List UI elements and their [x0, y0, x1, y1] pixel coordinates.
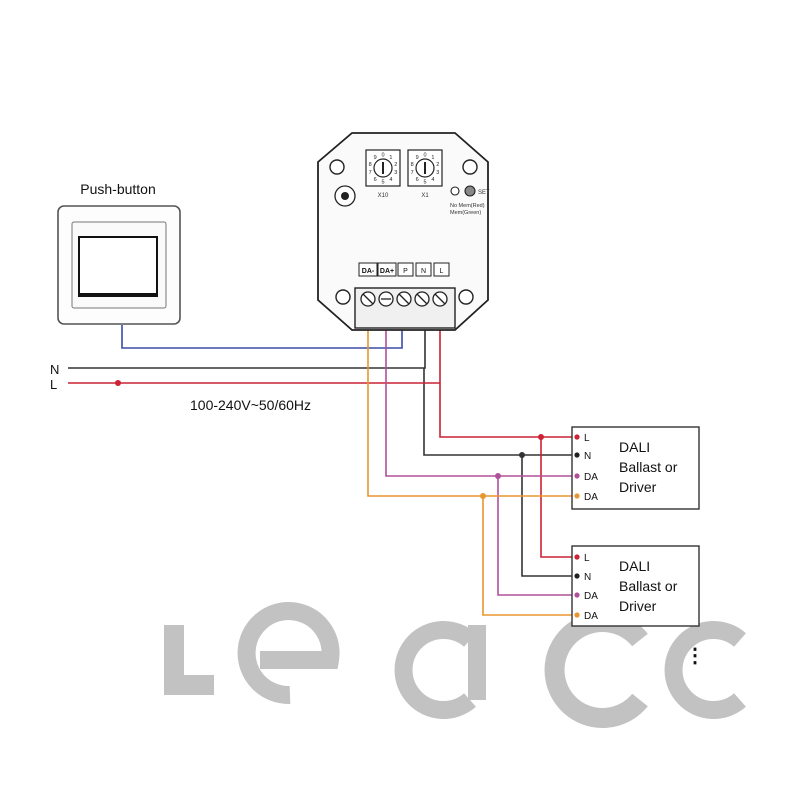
dial-digit: 3: [394, 170, 397, 176]
dial-digit: 0: [381, 153, 384, 159]
driver-2-pin-l: L: [584, 553, 590, 564]
driver-2-pin-da1: DA: [584, 591, 598, 602]
wire-da-plus: [385, 305, 576, 477]
dial-x10-label: X10: [378, 193, 389, 199]
pushbutton-key-edge: [79, 293, 157, 296]
dial-digit: 6: [416, 177, 419, 183]
status-green-label: Mem(Green): [450, 210, 481, 216]
pushbutton-title: Push-button: [80, 181, 156, 197]
dial-digit: 1: [431, 155, 434, 161]
dial-digit: 9: [416, 155, 419, 161]
terminal-label-da-minus: DA-: [362, 268, 375, 275]
dial-digit: 3: [436, 170, 439, 176]
dial-digit: 8: [369, 162, 372, 168]
dial-digit: 5: [423, 180, 426, 186]
dial-digit: 9: [374, 155, 377, 161]
wire-neutral-driver2: [521, 455, 576, 577]
terminal-label-da-plus: DA+: [380, 268, 394, 275]
driver-1-subtitle: Ballast or: [619, 459, 678, 475]
dial-digit: 8: [411, 162, 414, 168]
dali-driver-2: L N DA DA DALI Ballast or Driver: [571, 545, 700, 627]
wire-da-minus: [367, 305, 576, 497]
terminal-screws: [360, 291, 448, 307]
status-red-label: No Mem(Red): [450, 203, 485, 209]
wire-junctions: [115, 380, 544, 499]
driver-1-title: DALI: [619, 439, 650, 455]
dial-digit: 4: [431, 177, 434, 183]
wire-live-bus: [439, 383, 576, 438]
dial-digit: 5: [381, 180, 384, 186]
set-label: SET: [478, 190, 490, 196]
dial-digit: 7: [411, 170, 414, 176]
neutral-label: N: [50, 362, 59, 377]
dial-digit: 6: [374, 177, 377, 183]
pushbutton-key: [78, 236, 158, 297]
watermark-logo: [164, 602, 746, 728]
terminal-labels: DA- DA+ P N L: [358, 262, 450, 277]
wire-live-driver2: [540, 437, 576, 558]
wires: [68, 305, 576, 616]
driver-1-pin-l: L: [584, 433, 590, 444]
dial-digit: 2: [436, 162, 439, 168]
dial-digit: 4: [389, 177, 392, 183]
dial-digit: 1: [389, 155, 392, 161]
driver-1-type: Driver: [619, 479, 657, 495]
driver-2-pin-da2: DA: [584, 611, 598, 622]
driver-1-pin-da2: DA: [584, 492, 598, 503]
more-drivers-indicator: ⋮: [685, 645, 705, 667]
dial-digit: 7: [369, 170, 372, 176]
voltage-label: 100-240V~50/60Hz: [190, 397, 311, 413]
driver-2-pin-n: N: [584, 572, 591, 583]
terminal-label-l: L: [440, 268, 444, 275]
driver-1-pin-da1: DA: [584, 472, 598, 483]
driver-2-type: Driver: [619, 598, 657, 614]
driver-2-subtitle: Ballast or: [619, 578, 678, 594]
terminal-label-p: P: [403, 268, 408, 275]
driver-1-pin-n: N: [584, 451, 591, 462]
status-led: [450, 186, 460, 196]
dial-x1-label: X1: [421, 193, 429, 199]
terminal-label-n: N: [421, 268, 426, 275]
set-button[interactable]: [464, 185, 476, 197]
wire-da-plus-driver2: [497, 476, 576, 596]
dali-driver-1: L N DA DA DALI Ballast or Driver: [571, 426, 700, 510]
driver-2-title: DALI: [619, 558, 650, 574]
wire-neutral-bus: [423, 368, 576, 456]
dial-digit: 0: [423, 153, 426, 159]
wire-da-minus-driver2: [482, 496, 576, 616]
live-label: L: [50, 377, 57, 392]
dial-digit: 2: [394, 162, 397, 168]
